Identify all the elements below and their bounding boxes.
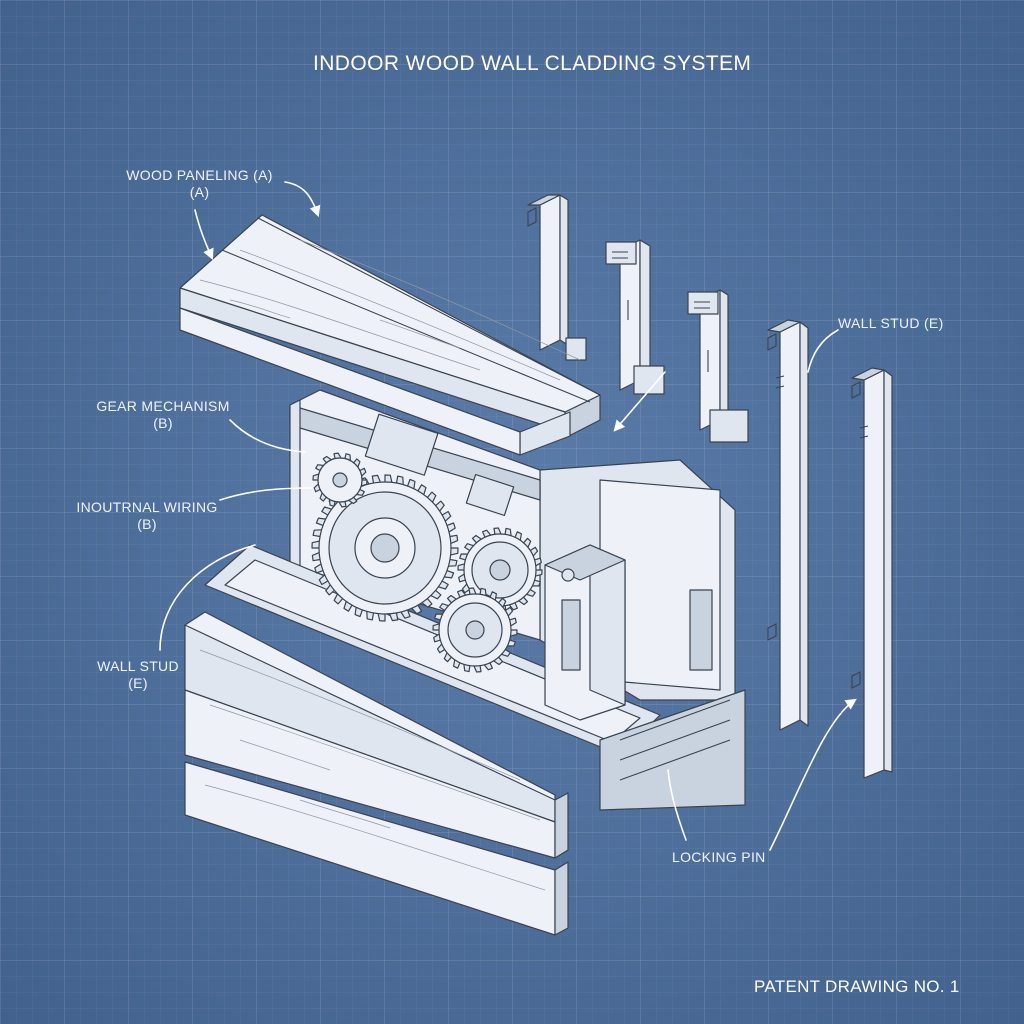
leader-wood-paneling-2	[194, 209, 214, 261]
patent-drawing-number: PATENT DRAWING NO. 1	[754, 977, 960, 996]
label-wood-paneling: WOOD PANELING (A) (A)	[122, 167, 277, 201]
leader-wood-paneling-1	[284, 181, 321, 218]
label-internal-wiring-line2: (B)	[137, 516, 157, 532]
label-wall-stud-left: WALL STUD (E)	[88, 658, 188, 692]
mounting-bracket-1	[527, 194, 587, 361]
label-wood-paneling-line1: WOOD PANELING (A)	[126, 167, 273, 183]
leader-lines	[159, 181, 857, 851]
label-wall-stud-left-line1: WALL STUD	[97, 658, 179, 674]
leader-internal-wiring	[219, 487, 313, 501]
small-gear	[432, 587, 518, 673]
label-locking-pin: LOCKING PIN	[672, 849, 782, 866]
label-gear-mechanism: GEAR MECHANISM (B)	[88, 398, 238, 432]
side-gear	[312, 452, 368, 508]
label-gear-mechanism-line1: GEAR MECHANISM	[96, 398, 230, 414]
main-gear	[311, 474, 459, 622]
label-gear-mechanism-line2: (B)	[153, 415, 173, 431]
label-internal-wiring: INOUTRNAL WIRING (B)	[72, 499, 222, 533]
label-wood-paneling-line2: (A)	[189, 184, 210, 200]
label-wall-stud-right-line1: WALL STUD (E)	[838, 315, 944, 331]
side-gear-teeth	[312, 452, 368, 508]
leader-bracket	[613, 371, 666, 432]
leader-wall-stud-left	[159, 544, 256, 651]
small-gear-teeth	[432, 587, 518, 673]
drawing-title: INDOOR WOOD WALL CLADDING SYSTEM	[313, 52, 752, 75]
leader-locking-pin-right	[769, 698, 857, 851]
leader-locking-pin	[667, 769, 687, 841]
leader-wall-stud-right	[807, 329, 839, 373]
wall-stud-right-back	[851, 367, 893, 779]
label-locking-pin-line1: LOCKING PIN	[672, 849, 766, 865]
mounting-bracket-2	[605, 239, 665, 395]
motor-block	[544, 544, 626, 721]
label-wall-stud-left-line2: (E)	[128, 675, 148, 691]
wall-stud-right-front	[767, 319, 809, 731]
wood-panel-bottom	[184, 611, 569, 936]
leader-gear-mechanism	[229, 419, 306, 453]
label-internal-wiring-line1: INOUTRNAL WIRING	[76, 499, 218, 515]
mounting-bracket-3	[687, 289, 749, 443]
label-wall-stud-right: WALL STUD (E)	[838, 315, 988, 332]
wood-panel-top	[179, 214, 601, 456]
